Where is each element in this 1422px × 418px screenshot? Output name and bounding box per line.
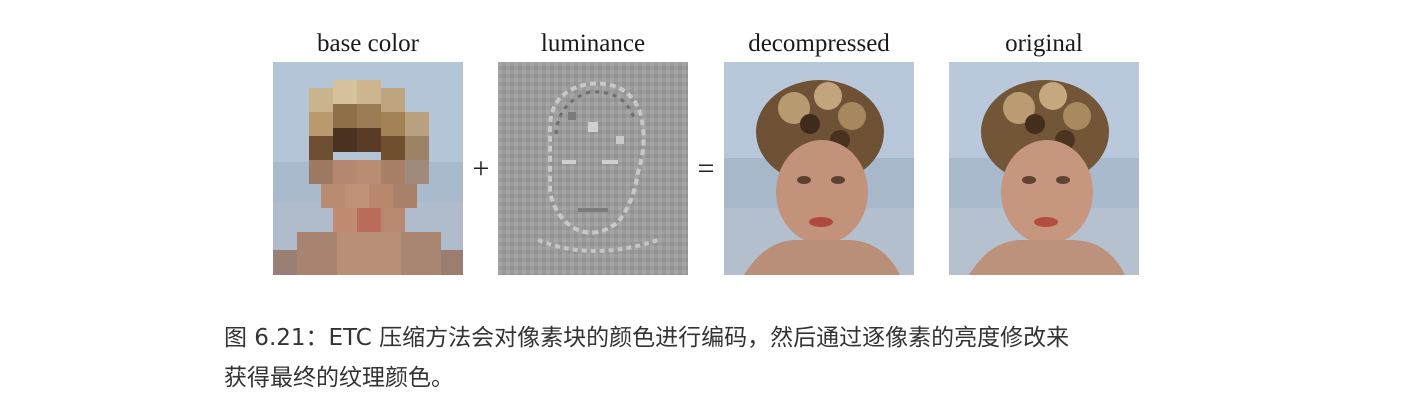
base-color-pixelated-photo <box>273 62 463 275</box>
original-photo <box>949 62 1139 275</box>
caption-line-1: 图 6.21：ETC 压缩方法会对像素块的颜色进行编码，然后通过逐像素的亮度修改… <box>224 325 1070 351</box>
figure-caption: 图 6.21：ETC 压缩方法会对像素块的颜色进行编码，然后通过逐像素的亮度修改… <box>224 318 1224 398</box>
panel-label-base-color: base color <box>316 30 420 57</box>
panel-label-decompressed: decompressed <box>748 30 890 57</box>
panel-original: original <box>949 0 1139 275</box>
panel-decompressed: decompressed <box>724 0 914 275</box>
decompressed-image <box>724 62 914 275</box>
luminance-image <box>498 62 688 275</box>
luminance-modulation-map <box>498 62 688 275</box>
figure: base color <box>273 0 1139 275</box>
equals-operator: = <box>697 152 715 185</box>
plus-operator: + <box>472 152 490 185</box>
base-color-image <box>273 62 463 275</box>
caption-line-2: 获得最终的纹理颜色。 <box>224 365 454 391</box>
decompressed-photo <box>724 62 914 275</box>
panel-luminance: luminance <box>498 0 688 275</box>
panel-label-luminance: luminance <box>540 30 646 57</box>
panel-base-color: base color <box>273 0 463 275</box>
panel-label-original: original <box>1005 30 1083 57</box>
original-image <box>949 62 1139 275</box>
